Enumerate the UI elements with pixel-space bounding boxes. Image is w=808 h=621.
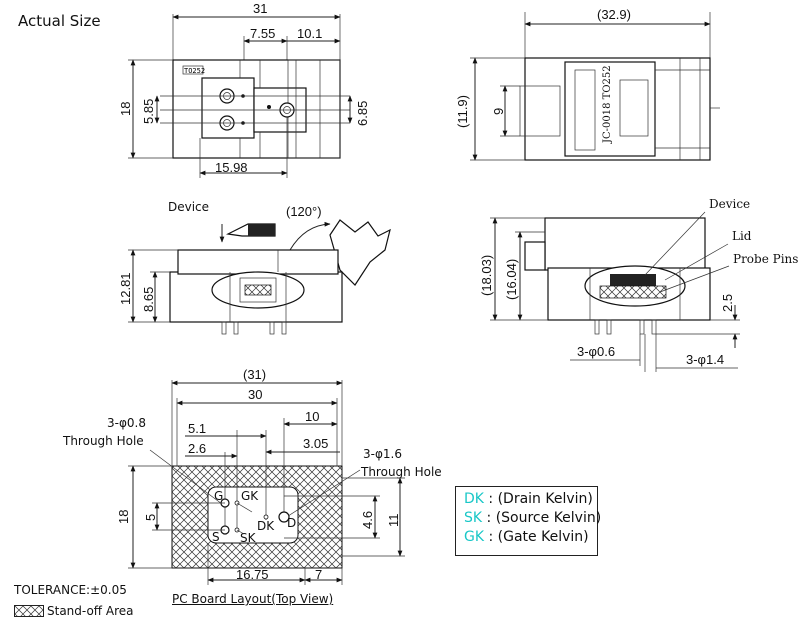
side-dim-height: (11.9) bbox=[455, 95, 470, 128]
side-view: (32.9) JC-0018 TO252 (11.9) 9 bbox=[455, 7, 720, 161]
open-dim-outer: 12.81 bbox=[118, 272, 133, 305]
pcb-dim-11: 11 bbox=[386, 514, 401, 528]
section-view: Device Lid Probe Pins (18.03) (16.04) 2.… bbox=[479, 197, 798, 372]
actual-size-label: Actual Size bbox=[18, 12, 101, 30]
top-dim-755: 7.55 bbox=[250, 26, 275, 41]
crosshatch-swatch-icon bbox=[14, 605, 44, 617]
section-dim-inner: (16.04) bbox=[504, 259, 519, 300]
side-dim-width: (32.9) bbox=[597, 7, 631, 22]
pcb-hole-small-spec: 3-φ0.8 bbox=[107, 416, 146, 430]
section-lid-label: Lid bbox=[732, 229, 752, 243]
side-label-text: JC-0018 TO252 bbox=[602, 65, 613, 144]
open-angle-label: (120°) bbox=[286, 204, 322, 219]
section-hole-small: 3-φ0.6 bbox=[577, 344, 615, 359]
top-package-tag: TO252 bbox=[184, 67, 205, 75]
legend-row-dk: DK : (Drain Kelvin) bbox=[464, 491, 593, 507]
pcb-layout: (31) 30 10 5.1 2.6 3.05 3-φ0.8 Through H… bbox=[62, 367, 442, 585]
pcb-dim-18: 18 bbox=[116, 510, 131, 524]
pcb-dim-10: 10 bbox=[305, 409, 319, 424]
pcb-dim-51: 5.1 bbox=[188, 421, 206, 436]
standoff-legend: Stand-off Area bbox=[14, 604, 134, 618]
pin-legend: DK : (Drain Kelvin) SK : (Source Kelvin)… bbox=[455, 486, 602, 556]
pcb-dim-305: 3.05 bbox=[303, 436, 328, 451]
pcb-pin-g: G bbox=[214, 489, 223, 503]
legend-row-gk: GK : (Gate Kelvin) bbox=[464, 529, 589, 545]
pcb-pin-dk: DK bbox=[257, 519, 275, 533]
open-dim-inner: 8.65 bbox=[141, 287, 156, 312]
pcb-dim-46: 4.6 bbox=[360, 511, 375, 529]
pcb-dim-26: 2.6 bbox=[188, 441, 206, 456]
section-probe-label: Probe Pins bbox=[733, 252, 798, 266]
section-device-label: Device bbox=[709, 197, 750, 211]
side-dim-inner: 9 bbox=[491, 108, 506, 115]
tolerance-note: TOLERANCE:±0.05 bbox=[14, 583, 127, 597]
pcb-pin-sk: SK bbox=[240, 531, 257, 545]
top-dim-width: 31 bbox=[253, 1, 267, 16]
pcb-dim-1675: 16.75 bbox=[236, 567, 269, 582]
pcb-dim-30: 30 bbox=[248, 387, 262, 402]
pcb-dim-5: 5 bbox=[143, 514, 158, 521]
open-device-label: Device bbox=[168, 200, 209, 214]
pcb-hole-large-spec: 3-φ1.6 bbox=[363, 447, 402, 461]
pcb-caption: PC Board Layout(Top View) bbox=[172, 592, 334, 606]
pcb-pin-gk: GK bbox=[241, 489, 259, 503]
pcb-hole-large-type: Through Hole bbox=[360, 465, 442, 479]
section-dim-outer: (18.03) bbox=[479, 255, 494, 296]
pcb-dim-7: 7 bbox=[315, 567, 322, 582]
top-dim-685: 6.85 bbox=[355, 101, 370, 126]
top-dim-height: 18 bbox=[118, 102, 133, 116]
open-lid-view: Device (120°) 12.81 8.65 bbox=[118, 200, 391, 335]
pcb-hole-small-type: Through Hole bbox=[62, 434, 144, 448]
section-hole-large: 3-φ1.4 bbox=[686, 352, 724, 367]
pcb-pin-d: D bbox=[287, 516, 296, 530]
legend-row-sk: SK : (Source Kelvin) bbox=[464, 510, 602, 526]
standoff-label: Stand-off Area bbox=[47, 604, 134, 618]
top-dim-101: 10.1 bbox=[297, 26, 322, 41]
section-dim-pin: 2.5 bbox=[720, 294, 735, 312]
pcb-dim-overall: (31) bbox=[243, 367, 266, 382]
pcb-pin-s: S bbox=[212, 530, 220, 544]
top-dim-585: 5.85 bbox=[141, 99, 156, 124]
top-dim-1598: 15.98 bbox=[215, 160, 248, 175]
top-view: 31 7.55 10.1 TO252 bbox=[118, 1, 370, 178]
